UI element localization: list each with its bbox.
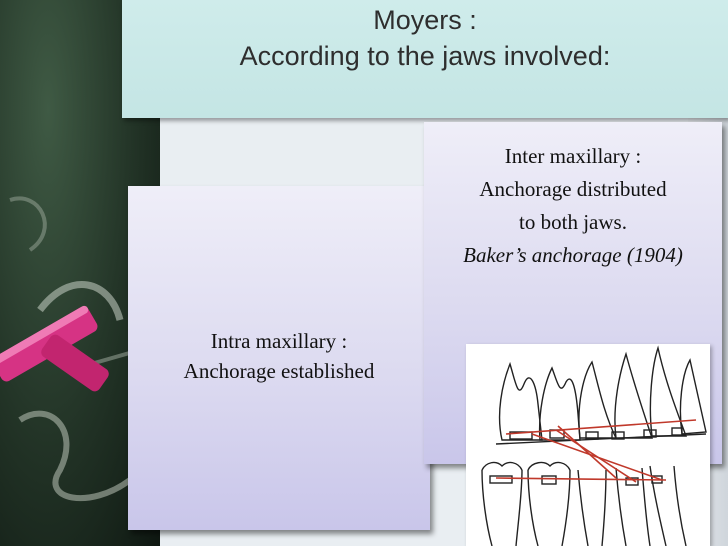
intra-heading: Intra maxillary : <box>210 329 348 353</box>
inter-description-2: to both jaws. <box>519 210 627 234</box>
inter-maxillary-text: Inter maxillary : Anchorage distributed … <box>424 140 722 272</box>
slide-title-line-1: Moyers : <box>373 5 477 35</box>
chalkboard-illustration <box>0 196 141 502</box>
teeth-diagram <box>466 344 710 546</box>
inter-citation: Baker’s anchorage (1904) <box>463 243 683 267</box>
teeth-diagram-icon <box>481 345 707 546</box>
intra-description: Anchorage established <box>183 359 375 383</box>
inter-description-1: Anchorage distributed <box>479 177 667 201</box>
inter-heading: Inter maxillary : <box>504 144 642 168</box>
chalk-icon <box>0 305 109 392</box>
slide-title-line-2: According to the jaws involved: <box>239 41 611 71</box>
intra-maxillary-box: Intra maxillary : Anchorage established <box>128 186 430 530</box>
title-banner: Moyers : According to the jaws involved: <box>122 0 728 118</box>
intra-maxillary-text: Intra maxillary : Anchorage established <box>128 326 430 386</box>
